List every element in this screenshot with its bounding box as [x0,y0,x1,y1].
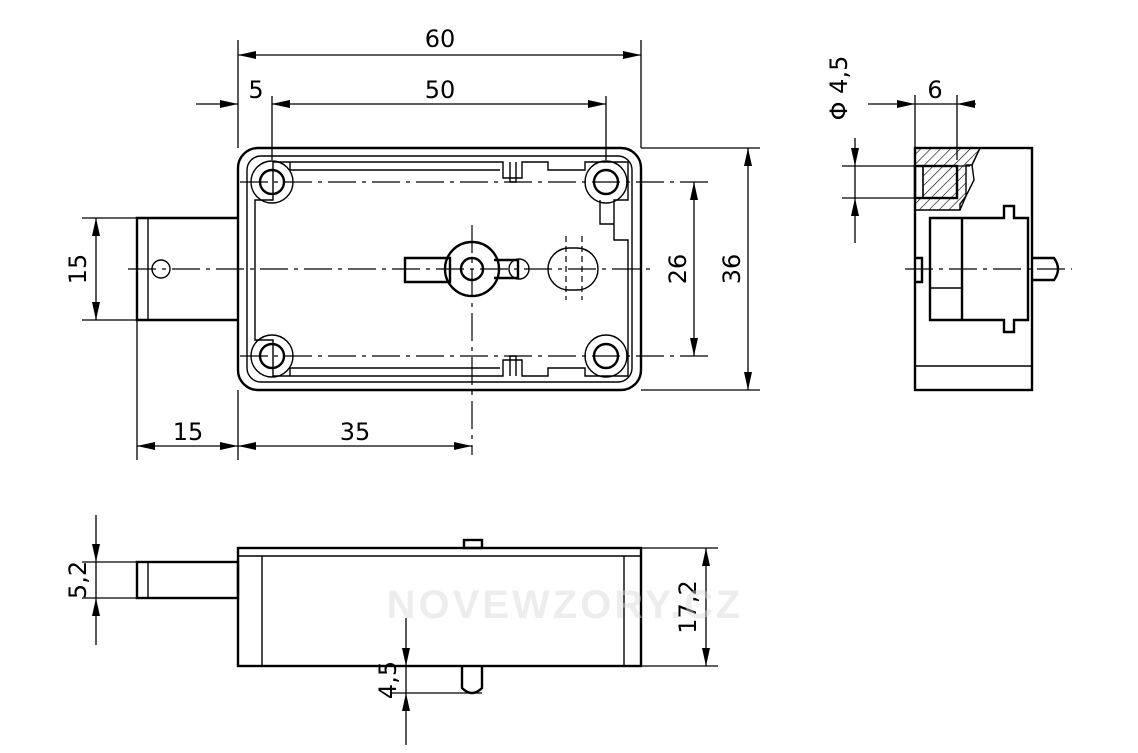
dim-hole-diameter: Φ 4,5 [825,56,853,121]
bottom-bolt [135,560,240,600]
inner-slot-bottom [509,355,517,376]
dim-edge-offset: 5 [248,76,263,104]
dim-bolt-to-center: 35 [340,418,371,446]
watermark: NOVEWZORY.CZ [387,583,744,627]
front-view [128,146,710,455]
side-inner [928,204,1030,334]
dim-body-height: 17,2 [674,580,702,633]
side-view [905,146,1072,392]
dim-section-depth: 6 [927,76,942,104]
dim-bolt-height: 15 [64,254,92,285]
dim-overall-width: 60 [425,25,456,53]
side-notch [599,200,614,225]
side-cap [915,256,924,284]
section-hatch [914,147,982,211]
dim-hole-spacing-y: 26 [664,254,692,285]
inner-cavity [254,161,629,377]
dim-overall-height: 36 [718,254,746,285]
inner-ledge-bottom [289,367,500,376]
side-view-dimensions: Φ 4,5 6 [825,56,976,243]
bottom-pin [460,666,484,695]
section-break [959,147,981,211]
inner-ledge-top [289,162,500,171]
front-view-dimensions: 60 50 5 15 26 36 [64,25,760,460]
inner-slot-top [509,162,517,183]
bottom-top-pin [462,538,484,550]
dim-hole-spacing-x: 50 [425,76,456,104]
bottom-view-dimensions: 5,2 17,2 4,5 [64,515,718,745]
bottom-view [135,538,643,695]
dim-pin-length: 4,5 [374,661,402,699]
lever [403,256,452,284]
dim-bolt-length: 15 [173,418,204,446]
dim-bolt-thickness: 5,2 [64,561,92,599]
